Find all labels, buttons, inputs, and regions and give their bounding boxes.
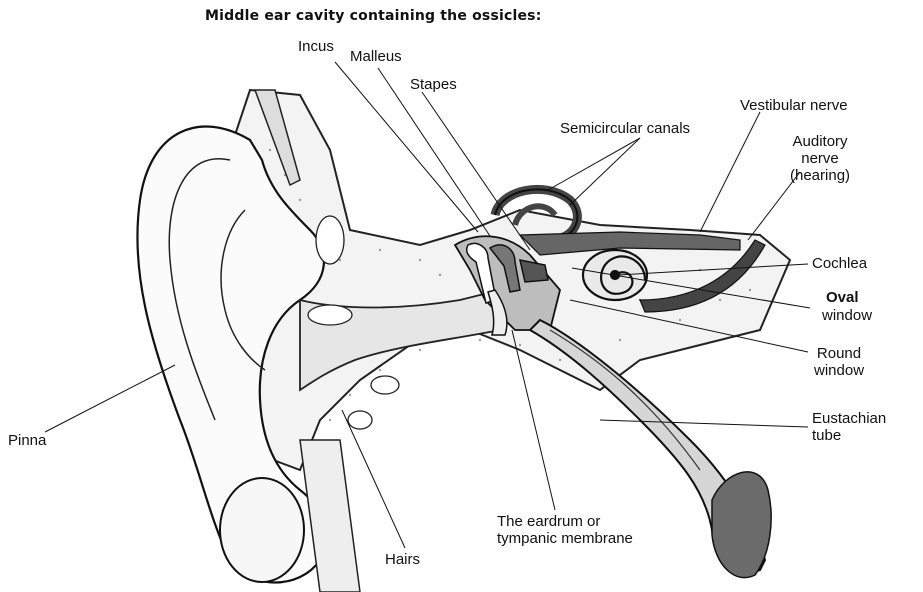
label-eustachian-tube: Eustachian tube — [812, 410, 886, 444]
eustachian-tube-opening — [712, 472, 771, 578]
label-cochlea: Cochlea — [812, 255, 867, 272]
label-oval-window-2: window — [822, 307, 872, 324]
label-eardrum: The eardrum or tympanic membrane — [497, 513, 633, 547]
earlobe — [220, 478, 304, 582]
label-stapes: Stapes — [410, 76, 457, 93]
leader-pinna — [45, 365, 175, 432]
leader-eustachian — [600, 420, 808, 427]
label-vestibular-nerve: Vestibular nerve — [740, 97, 848, 114]
label-pinna: Pinna — [8, 432, 46, 449]
label-round-window: Round window — [814, 345, 864, 379]
leader-vestibular — [700, 112, 760, 232]
label-incus: Incus — [298, 38, 334, 55]
label-oval-window-1: Oval — [826, 289, 859, 306]
leader-malleus — [378, 68, 490, 236]
leader-stapes — [422, 92, 530, 250]
diagram-title: Middle ear cavity containing the ossicle… — [205, 8, 542, 24]
label-semicircular-canals: Semicircular canals — [560, 120, 690, 137]
label-malleus: Malleus — [350, 48, 402, 65]
label-hairs: Hairs — [385, 551, 420, 568]
label-auditory-nerve: Auditory nerve (hearing) — [790, 133, 850, 184]
